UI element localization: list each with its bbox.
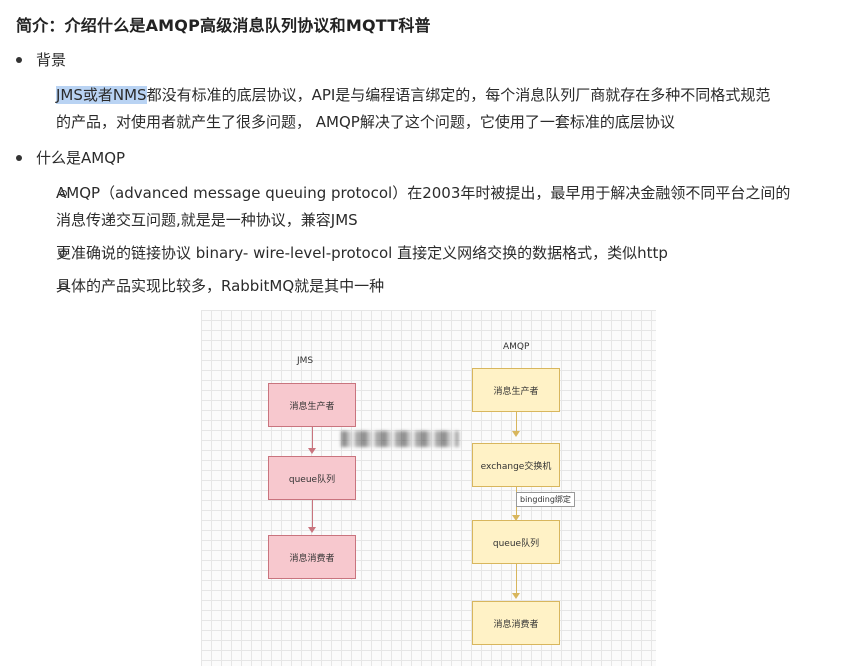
highlighted-text: JMS或者NMS	[56, 86, 147, 104]
section-heading: 背景	[36, 51, 67, 69]
amqp-consumer-box: 消息消费者	[472, 601, 560, 645]
connector-line	[516, 412, 517, 434]
blurred-watermark	[341, 431, 459, 447]
connector-line	[312, 500, 313, 530]
bullet-dot-icon	[16, 155, 22, 161]
list-item-text: JMS或者NMS都没有标准的底层协议，API是与编程语言绑定的，每个消息队列厂商…	[56, 82, 836, 136]
section-background: 背景	[16, 49, 66, 71]
list-item-text: 更准确说的链接协议 binary- wire-level-protocol 直接…	[56, 240, 836, 267]
amqp-exchange-box: exchange交换机	[472, 443, 560, 487]
list-item-text: AMQP（advanced message queuing protocol）在…	[56, 180, 836, 234]
jms-queue-box: queue队列	[268, 456, 356, 500]
amqp-queue-box: queue队列	[472, 520, 560, 564]
arrow-down-icon	[308, 448, 316, 454]
page-title: 简介：介绍什么是AMQP高级消息队列协议和MQTT科普	[16, 16, 431, 35]
arrow-down-icon	[308, 527, 316, 533]
jms-label: JMS	[297, 356, 314, 366]
bullet-circle-icon	[60, 190, 67, 197]
bullet-circle-icon	[60, 283, 67, 290]
text-line: 更准确说的链接协议 binary- wire-level-protocol 直接…	[56, 244, 668, 262]
section-what-is-amqp: 什么是AMQP	[16, 147, 125, 169]
text-line: 消息传递交互问题,就是是一种协议，兼容JMS	[56, 211, 358, 229]
text-line: 都没有标准的底层协议，API是与编程语言绑定的，每个消息队列厂商就存在多种不同格…	[146, 86, 771, 104]
arrow-down-icon	[512, 515, 520, 521]
text-line: 的产品，对使用者就产生了很多问题， AMQP解决了这个问题，它使用了一套标准的底…	[56, 113, 675, 131]
section-heading: 什么是AMQP	[36, 149, 126, 167]
text-line: 具体的产品实现比较多，RabbitMQ就是其中一种	[56, 277, 385, 295]
amqp-producer-box: 消息生产者	[472, 368, 560, 412]
arrow-down-icon	[512, 431, 520, 437]
bullet-circle-icon	[60, 250, 67, 257]
list-item-text: 具体的产品实现比较多，RabbitMQ就是其中一种	[56, 273, 836, 300]
bullet-dot-icon	[16, 57, 22, 63]
connector-line	[312, 427, 313, 451]
connector-line	[516, 564, 517, 596]
jms-consumer-box: 消息消费者	[268, 535, 356, 579]
jms-producer-box: 消息生产者	[268, 383, 356, 427]
amqp-jms-diagram: JMS AMQP 消息生产者 queue队列 消息消费者 消息生产者 excha…	[201, 310, 656, 666]
text-line: AMQP（advanced message queuing protocol）在…	[56, 184, 791, 202]
arrow-down-icon	[512, 593, 520, 599]
binding-tag: bingding绑定	[516, 492, 575, 507]
amqp-label: AMQP	[503, 342, 530, 352]
